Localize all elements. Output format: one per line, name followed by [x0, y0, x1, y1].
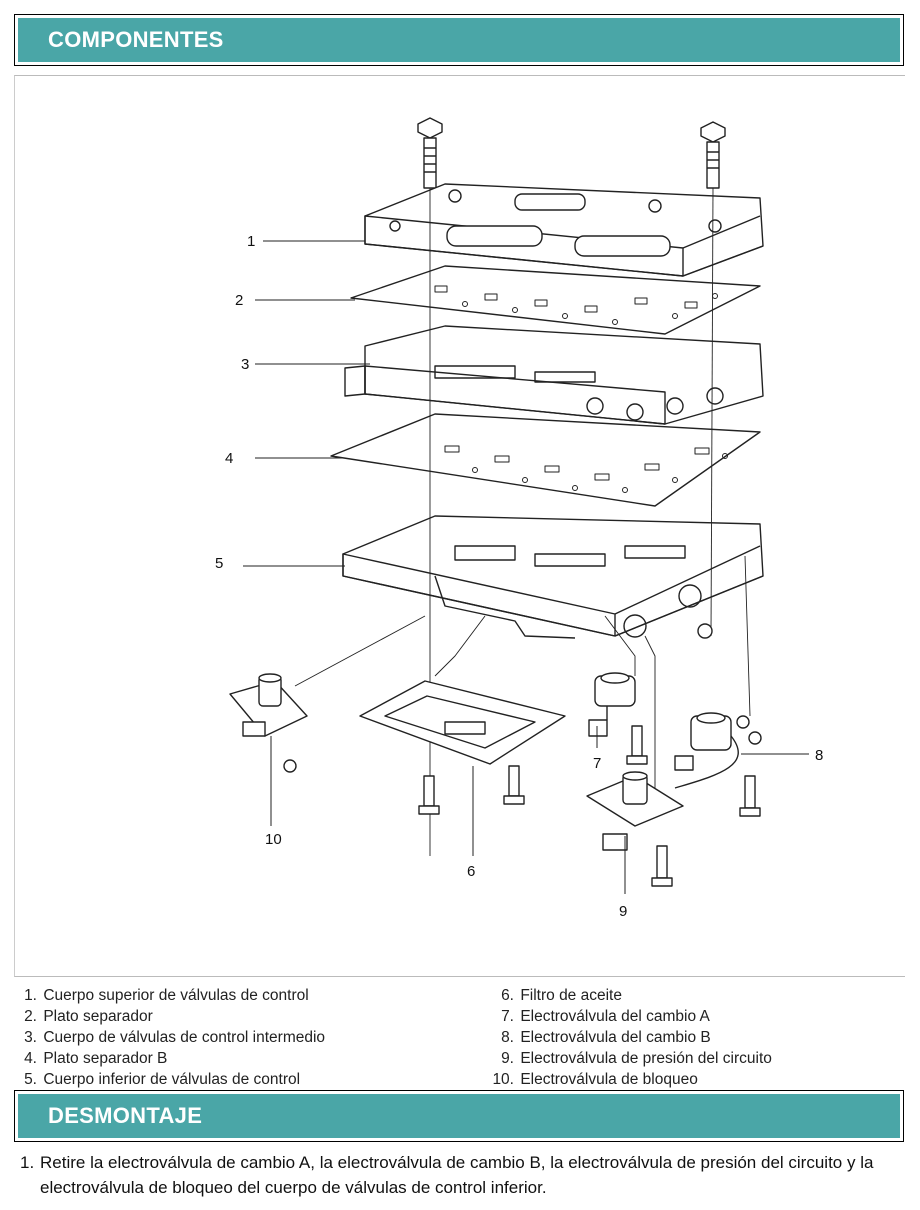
- lower-valve-body: [342, 515, 764, 639]
- legend-item: 5. Cuerpo inferior de válvulas de contro…: [24, 1071, 301, 1088]
- legend-item: 9. Electroválvula de presión del circuit…: [501, 1050, 772, 1067]
- legend-item: 7. Electroválvula del cambio A: [501, 1008, 710, 1025]
- separator-plate-b: [330, 413, 761, 507]
- section-title: DESMONTAJE: [48, 1103, 203, 1128]
- bolt-left-top: [417, 117, 443, 189]
- exploded-diagram: 1 2 3 4 5 6 7 8 9 10: [14, 75, 905, 977]
- section-title: COMPONENTES: [48, 27, 224, 52]
- assembly-guide-lines: [294, 187, 751, 856]
- line-pressure-solenoid: [586, 771, 684, 851]
- legend-item: 2. Plato separador: [24, 1008, 153, 1025]
- legend-item: 8. Electroválvula del cambio B: [501, 1029, 711, 1046]
- callout-10: 10: [265, 831, 282, 848]
- callout-2: 2: [235, 292, 243, 309]
- bolts-lower: [418, 623, 761, 887]
- lock-up-solenoid: [229, 673, 308, 773]
- callout-6: 6: [467, 863, 475, 880]
- removal-steps: 1. Retire la electroválvula de cambio A,…: [20, 1150, 900, 1200]
- leader-lines: [243, 240, 809, 894]
- legend-item: 6. Filtro de aceite: [501, 987, 622, 1004]
- upper-valve-body: [364, 183, 764, 277]
- callout-7: 7: [593, 755, 601, 772]
- step-item: 1. Retire la electroválvula de cambio A,…: [20, 1150, 900, 1200]
- legend-left: 1. Cuerpo superior de válvulas de contro…: [14, 985, 325, 1090]
- legend-item: 10. Electroválvula de bloqueo: [492, 1071, 698, 1088]
- callout-8: 8: [815, 747, 823, 764]
- legend-item: 1. Cuerpo superior de válvulas de contro…: [24, 987, 309, 1004]
- callout-9: 9: [619, 903, 627, 920]
- oil-filter: [359, 680, 566, 765]
- section-header-componentes: COMPONENTES: [14, 14, 904, 66]
- step-text: Retire la electroválvula de cambio A, la…: [40, 1153, 874, 1197]
- legend-right: 6. Filtro de aceite 7. Electroválvula de…: [488, 985, 772, 1090]
- shift-solenoid-a: [588, 672, 636, 737]
- valve-body-drawing: 1 2 3 4 5 6 7 8 9 10: [215, 117, 823, 920]
- callout-1: 1: [247, 233, 255, 250]
- section-header-desmontaje: DESMONTAJE: [14, 1090, 904, 1142]
- shift-solenoid-b: [674, 712, 762, 789]
- callout-3: 3: [241, 356, 249, 373]
- callout-4: 4: [225, 450, 233, 467]
- bolt-right-top: [700, 121, 726, 189]
- intermediate-valve-body: [344, 325, 764, 425]
- step-number: 1.: [20, 1153, 35, 1172]
- legend-item: 3. Cuerpo de válvulas de control interme…: [24, 1029, 326, 1046]
- separator-plate: [350, 265, 761, 335]
- callout-5: 5: [215, 555, 223, 572]
- legend-item: 4. Plato separador B: [24, 1050, 168, 1067]
